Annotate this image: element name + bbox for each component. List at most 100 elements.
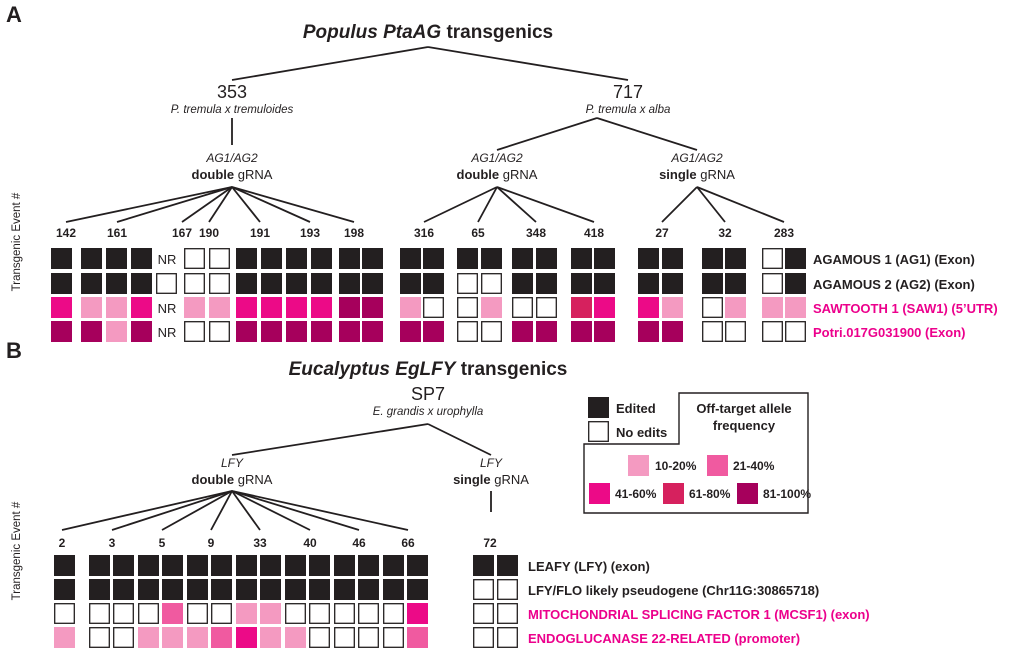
grid-cell — [260, 555, 281, 576]
grid-cell — [457, 273, 478, 294]
grid-cell — [138, 603, 159, 624]
grid-cell — [162, 627, 183, 648]
grid-cell — [497, 603, 518, 624]
grid-cell — [184, 273, 205, 294]
grid-cell — [407, 555, 428, 576]
grid-cell — [481, 273, 502, 294]
grid-cell — [131, 273, 152, 294]
grid-cell — [113, 627, 134, 648]
event-number: 191 — [250, 226, 270, 240]
grid-cell — [407, 579, 428, 600]
panel-b-label: B — [6, 338, 22, 363]
grid-cell — [407, 627, 428, 648]
grid-cell — [81, 321, 102, 342]
grid-cell — [638, 321, 659, 342]
grid-cell — [187, 627, 208, 648]
grid-cell — [286, 297, 307, 318]
grid-cell — [138, 627, 159, 648]
tree-branch — [231, 46, 429, 81]
grid-cell — [702, 248, 723, 269]
grid-cell — [339, 321, 360, 342]
grid-cell — [81, 273, 102, 294]
legend-bin-label: 21-40% — [733, 459, 775, 473]
grid-cell — [339, 248, 360, 269]
tree-branch — [427, 46, 629, 81]
tree-branch — [423, 186, 498, 223]
grid-cell — [362, 273, 383, 294]
grid-cell — [383, 555, 404, 576]
grid-cell — [211, 627, 232, 648]
gene-label: AG1/AG2 — [670, 151, 723, 165]
grid-cell — [725, 297, 746, 318]
grid-cell — [536, 297, 557, 318]
grid-cell — [725, 248, 746, 269]
grid-cell — [481, 248, 502, 269]
grna-label: double gRNA — [457, 167, 538, 182]
grid-cell — [638, 273, 659, 294]
grid-cell — [131, 297, 152, 318]
grid-cell — [423, 321, 444, 342]
grid-cell — [162, 603, 183, 624]
grid-cell — [702, 321, 723, 342]
legend-bin-10-20 — [628, 455, 649, 476]
panel-a-label: A — [6, 2, 22, 27]
grid-cell — [184, 248, 205, 269]
grid-cell — [702, 297, 723, 318]
tree-branch — [496, 117, 598, 151]
clone-717-species: P. tremula x alba — [586, 104, 671, 116]
grid-cell — [211, 579, 232, 600]
grid-cell — [187, 603, 208, 624]
grid-cell — [236, 627, 257, 648]
grid-cell — [89, 627, 110, 648]
tree-branch — [661, 186, 698, 223]
grid-cell — [362, 321, 383, 342]
grid-cell — [762, 248, 783, 269]
grid-cell — [286, 248, 307, 269]
grid-cell — [536, 273, 557, 294]
grid-cell — [184, 321, 205, 342]
grid-cell — [594, 273, 615, 294]
tree-branch — [696, 186, 785, 223]
event-number: 167 — [172, 226, 192, 240]
grid-cell — [512, 273, 533, 294]
grid-cell — [785, 273, 806, 294]
grid-cell — [311, 297, 332, 318]
event-number: 190 — [199, 226, 219, 240]
grid-cell — [209, 321, 230, 342]
grid-cell — [211, 603, 232, 624]
row-label: LEAFY (LFY) (exon) — [528, 559, 650, 574]
event-number: 418 — [584, 226, 604, 240]
grid-cell — [662, 248, 683, 269]
grid-cell — [358, 627, 379, 648]
grid-cell — [309, 555, 330, 576]
clone-353-species: P. tremula x tremuloides — [171, 104, 294, 116]
grid-cell — [309, 579, 330, 600]
grid-cell — [334, 555, 355, 576]
grid-cell — [762, 297, 783, 318]
legend-bin-label: 61-80% — [689, 487, 731, 501]
event-number: 72 — [483, 536, 497, 550]
grid-cell — [457, 297, 478, 318]
grna-label: double gRNA — [192, 167, 273, 182]
grid-cell — [131, 248, 152, 269]
clone-717-label: 717 — [613, 82, 643, 102]
grid-cell — [54, 627, 75, 648]
grid-cell — [89, 603, 110, 624]
grid-cell — [184, 297, 205, 318]
grid-cell — [309, 603, 330, 624]
grid-cell — [187, 579, 208, 600]
grid-cell — [362, 248, 383, 269]
gene-label: LFY — [221, 456, 244, 470]
grid-cell — [54, 555, 75, 576]
grid-cell — [339, 297, 360, 318]
grid-cell — [473, 603, 494, 624]
grid-cell — [383, 603, 404, 624]
grid-cell — [571, 248, 592, 269]
event-number: 193 — [300, 226, 320, 240]
grid-cell — [571, 297, 592, 318]
clone-sp7-species: E. grandis x urophylla — [373, 406, 484, 418]
event-number: 66 — [401, 536, 415, 550]
grid-cell — [473, 579, 494, 600]
grid-cell — [51, 248, 72, 269]
tree-branch — [231, 490, 261, 531]
